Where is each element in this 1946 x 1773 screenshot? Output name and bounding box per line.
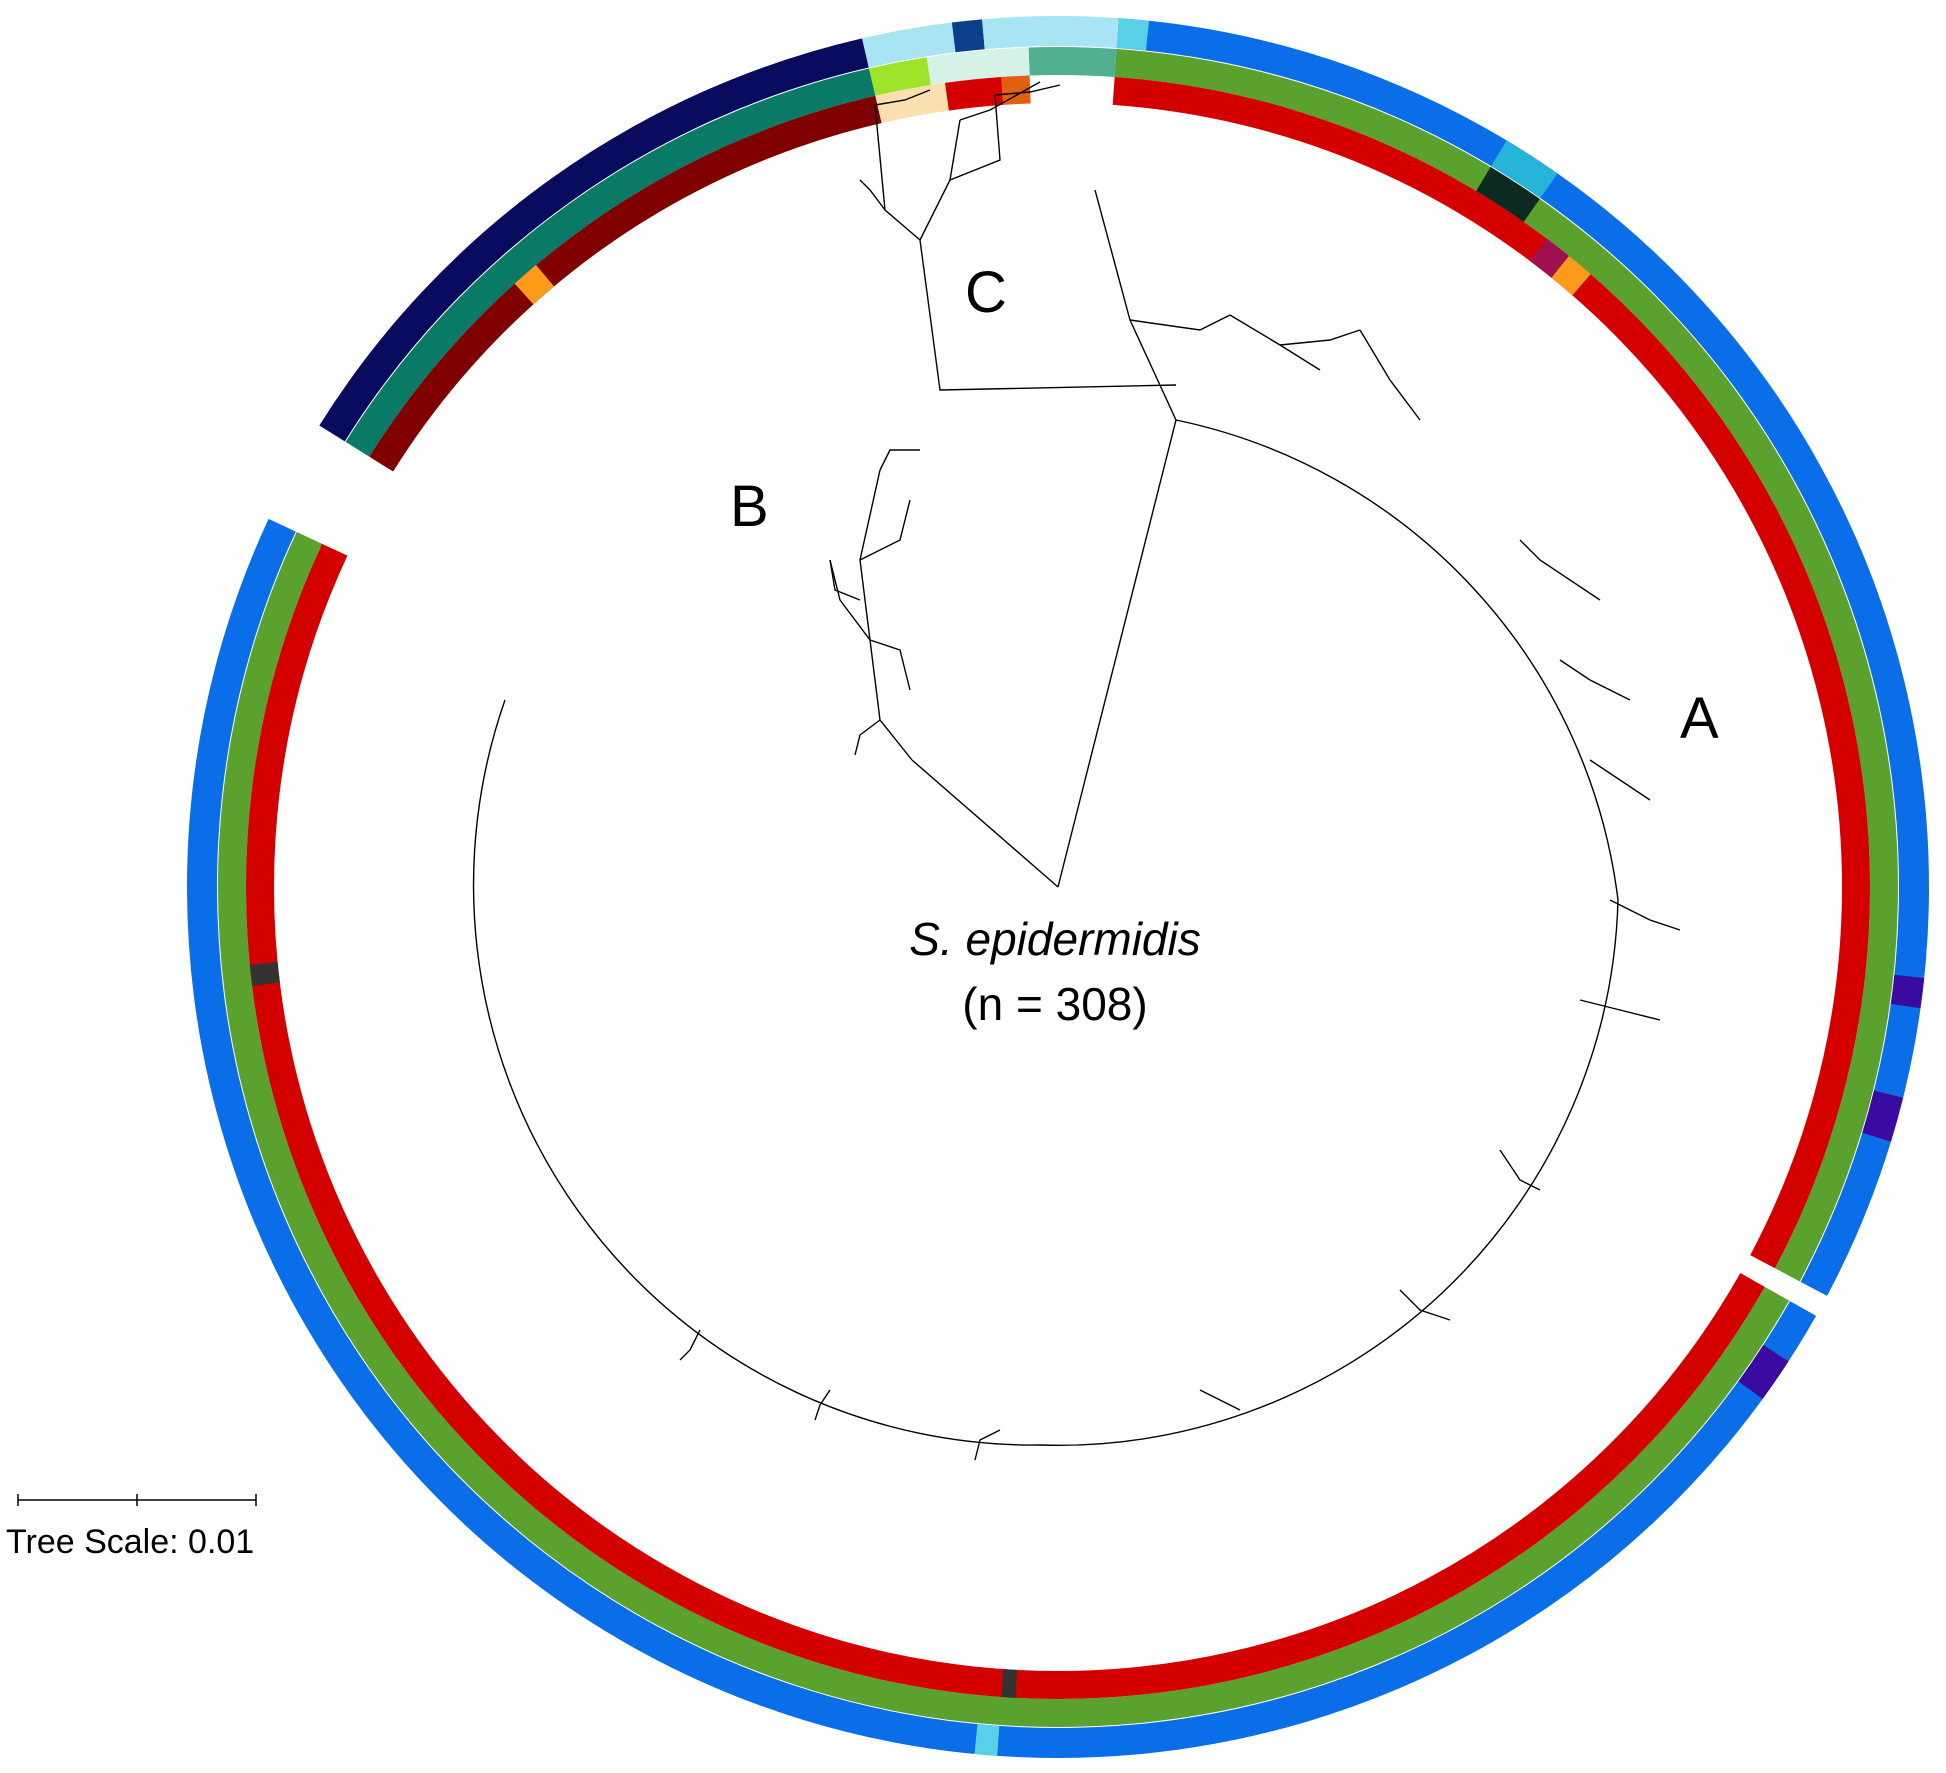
ring-outer-lightblue-bottom: [974, 1724, 1000, 1756]
ring-outer-segment-2: [187, 518, 1817, 1758]
ring-middle-pale-block: [926, 47, 1030, 86]
ring-outer-pale-block-1: [862, 22, 956, 68]
center-count-label: (n = 308): [962, 978, 1147, 1030]
clade-label-a: A: [1680, 686, 1719, 751]
ring-inner-segment-1: [1112, 76, 1870, 1269]
ring-inner-grey-bottom: [1001, 1669, 1017, 1698]
annotation-rings: [187, 16, 1929, 1758]
ring-middle-black-block: [1476, 166, 1540, 222]
ring-outer-purple-block-1: [1890, 974, 1925, 1009]
ring-inner-orange-ul-block: [514, 264, 555, 305]
ring-inner-orange-ur-block: [1551, 255, 1591, 296]
ring-outer-clade-c: [319, 38, 869, 442]
ring-inner-red-block: [944, 76, 1004, 111]
center-species-label: S. epidermidis: [909, 913, 1200, 965]
clade-label-c: C: [965, 260, 1007, 325]
clade-label-b: B: [730, 474, 769, 539]
ring-middle-clade-c: [345, 68, 876, 457]
ring-inner-orange-block: [1001, 75, 1031, 105]
tree-scale-label: Tree Scale: 0.01: [6, 1523, 254, 1561]
tree-scale-bar: [17, 1494, 257, 1506]
ring-middle-teal-block: [1028, 47, 1117, 77]
ring-inner-clade-c: [369, 95, 882, 472]
tree-branches: [472, 81, 1681, 1461]
ring-middle-segment-2: [218, 532, 1790, 1727]
ring-inner-magenta-block: [1529, 238, 1570, 278]
ring-outer-pale-block-2: [982, 16, 1119, 50]
ring-middle-segment-1: [1114, 49, 1898, 1282]
ring-inner-grey-left: [249, 962, 280, 986]
ring-outer-purple-block-3: [1738, 1344, 1789, 1399]
ring-inner-beige-block: [875, 82, 949, 124]
ring-middle-lime-block: [869, 57, 932, 96]
ring-outer-navy-block: [951, 19, 985, 53]
ring-inner-segment-2: [246, 543, 1765, 1699]
ring-outer-cyan-block: [1491, 140, 1558, 199]
ring-outer-cyan-top: [1116, 18, 1150, 51]
ring-outer-purple-block-2: [1862, 1090, 1904, 1142]
ring-outer-segment-1: [1116, 18, 1929, 1296]
